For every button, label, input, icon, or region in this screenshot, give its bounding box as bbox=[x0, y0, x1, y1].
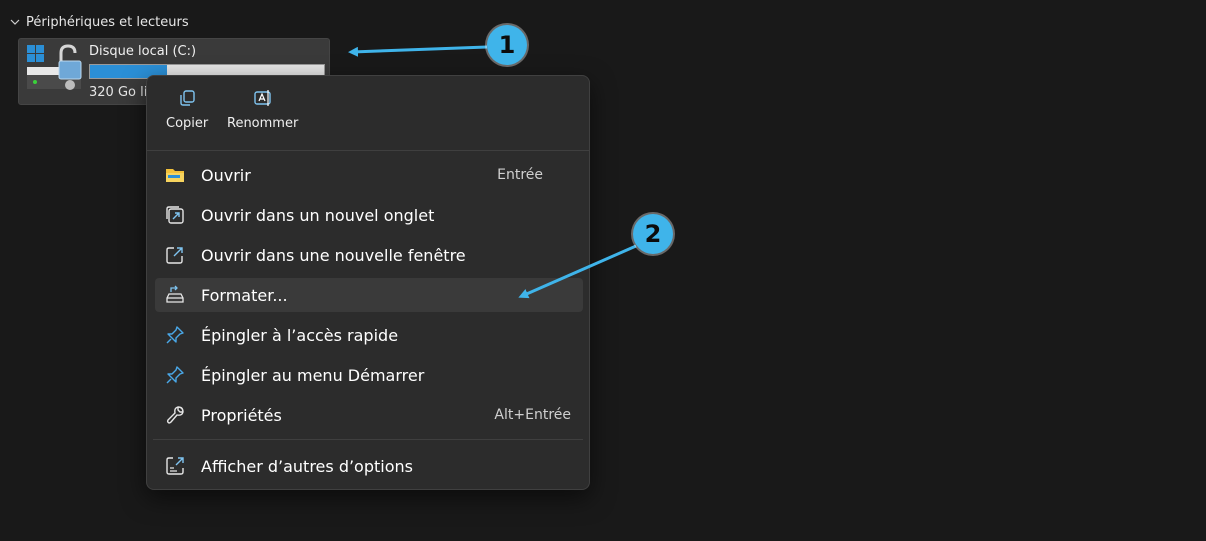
section-header-devices[interactable]: Périphériques et lecteurs bbox=[8, 12, 189, 32]
menu-item-pin-start[interactable]: Épingler au menu Démarrer bbox=[155, 358, 583, 392]
menu-item-label: Ouvrir dans une nouvelle fenêtre bbox=[201, 245, 466, 265]
drive-space-text: 320 Go li bbox=[89, 85, 148, 100]
drive-name: Disque local (C:) bbox=[89, 44, 197, 59]
open-external-icon bbox=[166, 247, 183, 264]
menu-item-pin-quick-access[interactable]: Épingler à l’accès rapide bbox=[155, 318, 583, 352]
copy-icon bbox=[180, 90, 195, 106]
rename-label: Renommer bbox=[227, 116, 299, 131]
annotation-callout-2: 2 bbox=[633, 214, 673, 254]
menu-item-label: Épingler au menu Démarrer bbox=[201, 365, 425, 385]
quick-actions-row: Copier Renommer bbox=[147, 76, 589, 150]
rename-icon bbox=[253, 90, 271, 106]
annotation-arrow-1 bbox=[348, 45, 488, 57]
menu-item-label: Propriétés bbox=[201, 405, 282, 425]
menu-item-shortcut: Alt+Entrée bbox=[494, 407, 571, 423]
menu-item-more-options[interactable]: Afficher d’autres d’options bbox=[155, 449, 583, 483]
menu-item-label: Formater... bbox=[201, 285, 288, 305]
section-title: Périphériques et lecteurs bbox=[26, 14, 189, 30]
annotation-callout-1: 1 bbox=[487, 25, 527, 65]
menu-item-open[interactable]: Ouvrir Entrée bbox=[155, 158, 583, 192]
menu-item-label: Afficher d’autres d’options bbox=[201, 456, 413, 476]
new-tab-icon bbox=[166, 206, 184, 224]
menu-item-label: Ouvrir bbox=[201, 165, 251, 185]
menu-item-label: Ouvrir dans un nouvel onglet bbox=[201, 205, 435, 225]
menu-separator bbox=[153, 439, 583, 440]
menu-item-shortcut: Entrée bbox=[497, 167, 543, 183]
pin-icon bbox=[166, 366, 184, 384]
drive-usage-fill bbox=[90, 65, 168, 78]
drive-tile-c[interactable]: Disque local (C:) 320 Go li bbox=[18, 38, 330, 105]
format-drive-icon bbox=[166, 285, 184, 303]
copy-label: Copier bbox=[166, 116, 209, 131]
copy-button[interactable]: Copier bbox=[166, 88, 208, 144]
chevron-down-icon bbox=[10, 19, 20, 25]
rename-button[interactable]: Renommer bbox=[227, 88, 298, 144]
pin-icon bbox=[166, 326, 184, 344]
context-menu: Copier Renommer Ouvrir Entrée Ouvrir dan… bbox=[146, 75, 590, 490]
wrench-icon bbox=[166, 406, 184, 424]
more-options-icon bbox=[166, 457, 184, 475]
drive-with-windows-lock-icon bbox=[27, 44, 82, 90]
menu-item-label: Épingler à l’accès rapide bbox=[201, 325, 399, 345]
folder-icon bbox=[166, 169, 184, 182]
menu-item-open-new-window[interactable]: Ouvrir dans une nouvelle fenêtre bbox=[155, 238, 583, 272]
menu-item-format[interactable]: Formater... bbox=[155, 278, 583, 312]
menu-item-open-new-tab[interactable]: Ouvrir dans un nouvel onglet bbox=[155, 198, 583, 232]
menu-separator bbox=[147, 150, 589, 151]
menu-item-properties[interactable]: Propriétés Alt+Entrée bbox=[155, 398, 583, 432]
